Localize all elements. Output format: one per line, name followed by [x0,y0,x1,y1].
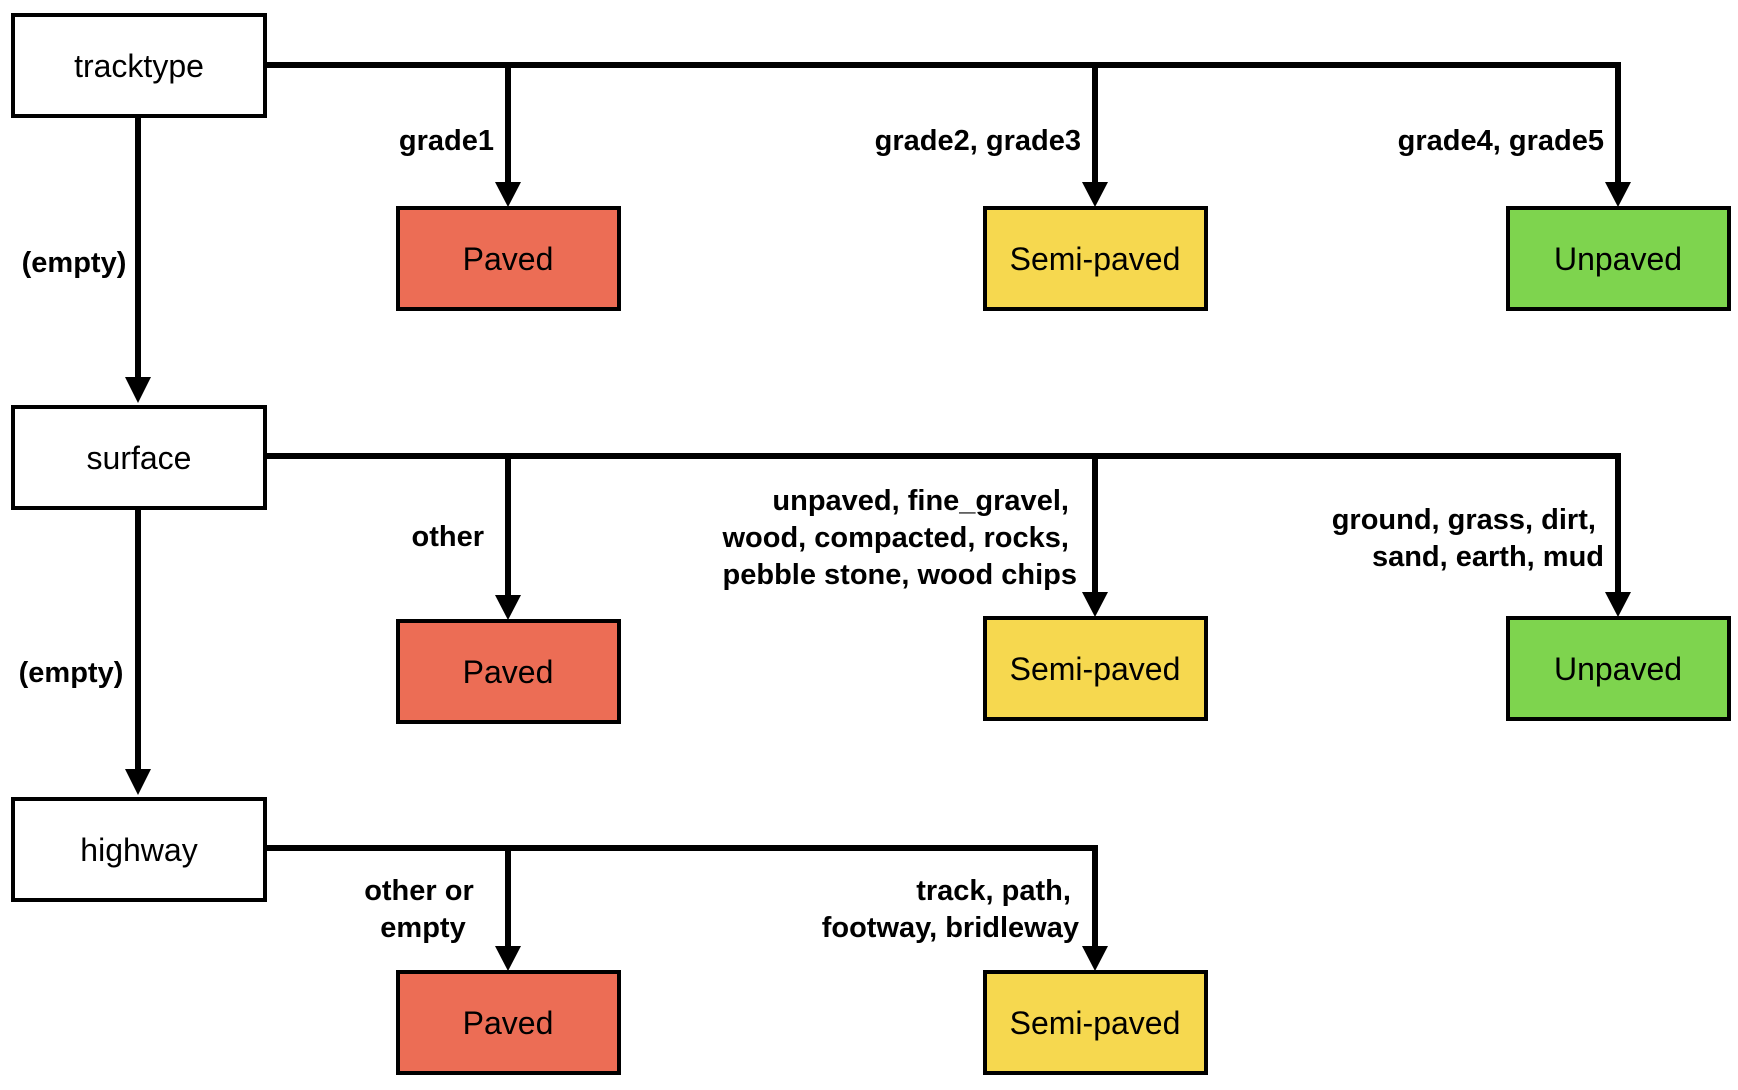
edge-label-tracktype-unpaved: grade4, grade5 [1398,125,1604,157]
edge-label-highway-paved: other or empty [364,875,482,944]
outcome-box-surface-unpaved: Unpaved [1506,616,1731,721]
outcome-box-highway-semi-paved: Semi-paved [983,970,1208,1075]
decision-box-surface: surface [11,405,267,510]
edge-label-tracktype-paved: grade1 [399,125,494,157]
edge-label-highway-semi-paved: track, path, footway, bridleway [822,875,1079,944]
outcome-label-unpaved: Unpaved [1554,651,1682,687]
fallback-label-tracktype: (empty) [22,247,127,279]
outcome-box-tracktype-paved: Paved [396,206,621,311]
decision-label-surface: surface [87,440,192,476]
edge-label-tracktype-semi-paved: grade2, grade3 [875,125,1081,157]
arrowheads [125,182,1631,971]
highway-to-semi-paved-connector [508,845,1098,950]
outcome-label-paved: Paved [463,241,554,277]
edge-label-surface-unpaved: ground, grass, dirt, sand, earth, mud [1332,504,1604,573]
outcome-box-tracktype-semi-paved: Semi-paved [983,206,1208,311]
outcome-label-paved: Paved [463,654,554,690]
arrowhead-tracktype-semi-paved [1082,182,1108,207]
edge-label-surface-paved: other [412,521,485,553]
arrowhead-surface-paved [495,595,521,620]
arrowhead-tracktype-paved [495,182,521,207]
decision-box-tracktype: tracktype [11,13,267,118]
arrowhead-surface-unpaved [1605,592,1631,617]
outcome-label-unpaved: Unpaved [1554,241,1682,277]
fallback-label-surface: (empty) [19,657,124,689]
outcome-label-paved: Paved [463,1005,554,1041]
decision-label-highway: highway [80,832,197,868]
outcome-box-tracktype-unpaved: Unpaved [1506,206,1731,311]
arrowhead-highway-semi-paved [1082,946,1108,971]
arrowhead-tracktype-surface [125,377,151,403]
outcome-label-semi-paved: Semi-paved [1010,241,1181,277]
arrowhead-tracktype-unpaved [1605,182,1631,207]
arrowhead-surface-highway [125,769,151,795]
tracktype-to-unpaved-connector [1095,62,1621,186]
outcome-box-surface-semi-paved: Semi-paved [983,616,1208,721]
outcome-box-highway-paved: Paved [396,970,621,1075]
arrowhead-surface-semi-paved [1082,592,1108,617]
outcome-box-surface-paved: Paved [396,619,621,724]
outcome-label-semi-paved: Semi-paved [1010,651,1181,687]
arrowhead-highway-paved [495,946,521,971]
decision-label-tracktype: tracktype [74,48,204,84]
outcome-label-semi-paved: Semi-paved [1010,1005,1181,1041]
surface-to-unpaved-connector [1095,453,1621,596]
decision-box-highway: highway [11,797,267,902]
edge-label-surface-semi-paved: unpaved, fine_gravel, wood, compacted, r… [721,485,1077,591]
connectors [135,62,1621,950]
